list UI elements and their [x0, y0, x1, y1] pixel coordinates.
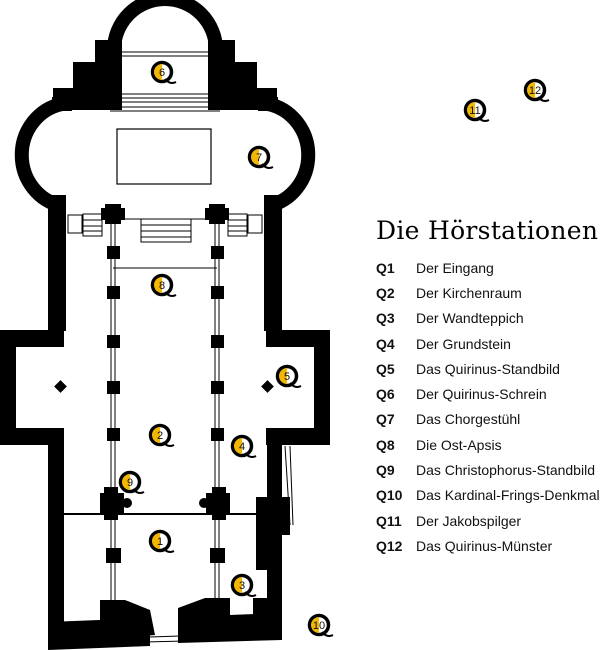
- marker-number: 9: [127, 477, 133, 489]
- marker-number: 8: [159, 280, 165, 292]
- legend-item-label: Der Quirinus-Schrein: [416, 386, 547, 403]
- audio-station-marker[interactable]: 5: [275, 364, 302, 388]
- legend-item-label: Das Chorgestühl: [416, 411, 521, 428]
- legend-item-code: Q4: [376, 335, 395, 352]
- legend-item: Q9 Das Christophorus-Standbild: [376, 457, 600, 482]
- marker-number: 3: [239, 580, 245, 592]
- legend-item-label: Das Christophorus-Standbild: [416, 462, 595, 479]
- legend-item: Q1 Der Eingang: [376, 255, 600, 280]
- legend-item-label: Der Wandteppich: [416, 310, 524, 327]
- legend-item-code: Q6: [376, 386, 395, 403]
- legend-item: Q10 Das Kardinal-Frings-Denkmal: [376, 483, 600, 508]
- legend-item: Q2 Der Kirchenraum: [376, 280, 600, 305]
- q-marker-icon: [150, 60, 177, 84]
- marker-number: 7: [256, 152, 262, 164]
- legend-item-label: Das Quirinus-Standbild: [416, 360, 560, 377]
- audio-station-marker[interactable]: 4: [230, 434, 257, 458]
- legend-item-label: Das Kardinal-Frings-Denkmal: [416, 487, 600, 504]
- marker-number: 11: [469, 105, 480, 117]
- legend-item-code: Q12: [376, 537, 403, 554]
- marker-number: 4: [239, 441, 245, 453]
- legend-item: Q3 Der Wandteppich: [376, 306, 600, 331]
- legend-item-code: Q10: [376, 487, 403, 504]
- legend-title: Die Hörstationen: [376, 216, 599, 245]
- q-marker-icon: [150, 273, 177, 297]
- q-marker-icon: [523, 78, 550, 102]
- q-marker-icon: [230, 434, 257, 458]
- legend-item: Q5 Das Quirinus-Standbild: [376, 356, 600, 381]
- marker-number: 10: [313, 620, 325, 632]
- q-marker-icon: [148, 529, 175, 553]
- legend-item: Q7 Das Chorgestühl: [376, 407, 600, 432]
- legend-item-label: Der Eingang: [416, 259, 494, 276]
- q-marker-icon: [247, 145, 274, 169]
- marker-number: 12: [529, 85, 541, 97]
- legend-item: Q12 Das Quirinus-Münster: [376, 533, 600, 558]
- marker-number: 2: [157, 430, 163, 442]
- q-marker-icon: [275, 364, 302, 388]
- legend-item: Q4 Der Grundstein: [376, 331, 600, 356]
- audio-station-markers: 1 2 3 4 5 6: [118, 60, 550, 637]
- marker-number: 1: [157, 536, 163, 548]
- audio-station-marker[interactable]: 10: [307, 613, 334, 637]
- q-marker-icon: [148, 423, 175, 447]
- legend-item-code: Q11: [376, 512, 402, 529]
- legend-item: Q8 Die Ost-Apsis: [376, 432, 600, 457]
- walls: [0, 0, 330, 650]
- audio-station-marker[interactable]: 11: [463, 98, 490, 122]
- q-marker-icon: [463, 98, 490, 122]
- legend-item-label: Der Kirchenraum: [416, 284, 522, 301]
- marker-number: 6: [159, 67, 165, 79]
- q-marker-icon: [118, 470, 145, 494]
- q-marker-icon: [307, 613, 334, 637]
- audio-station-marker[interactable]: 6: [150, 60, 177, 84]
- legend-item-label: Der Jakobspilger: [416, 512, 522, 529]
- q-marker-icon: [230, 573, 257, 597]
- legend-item-label: Der Grundstein: [416, 335, 511, 352]
- audio-station-marker[interactable]: 2: [148, 423, 175, 447]
- legend-item-label: Die Ost-Apsis: [416, 436, 502, 453]
- audio-station-marker[interactable]: 12: [523, 78, 550, 102]
- legend-item-code: Q1: [376, 259, 395, 276]
- audio-station-marker[interactable]: 7: [247, 145, 274, 169]
- legend-item-code: Q3: [376, 310, 395, 327]
- audio-station-marker[interactable]: 8: [150, 273, 177, 297]
- legend-item-code: Q7: [376, 411, 395, 428]
- audio-station-marker[interactable]: 3: [230, 573, 257, 597]
- interior-lines: [64, 51, 294, 643]
- audio-station-marker[interactable]: 1: [148, 529, 175, 553]
- columns: [100, 204, 230, 563]
- legend-item-code: Q8: [376, 436, 395, 453]
- legend-item-code: Q2: [376, 284, 395, 301]
- legend-item-label: Das Quirinus-Münster: [416, 537, 553, 554]
- legend-item-code: Q5: [376, 360, 395, 377]
- marker-number: 5: [284, 371, 290, 383]
- legend-item-code: Q9: [376, 462, 395, 479]
- legend-item: Q11 Der Jakobspilger: [376, 508, 600, 533]
- audio-station-marker[interactable]: 9: [118, 470, 145, 494]
- legend-item: Q6 Der Quirinus-Schrein: [376, 381, 600, 406]
